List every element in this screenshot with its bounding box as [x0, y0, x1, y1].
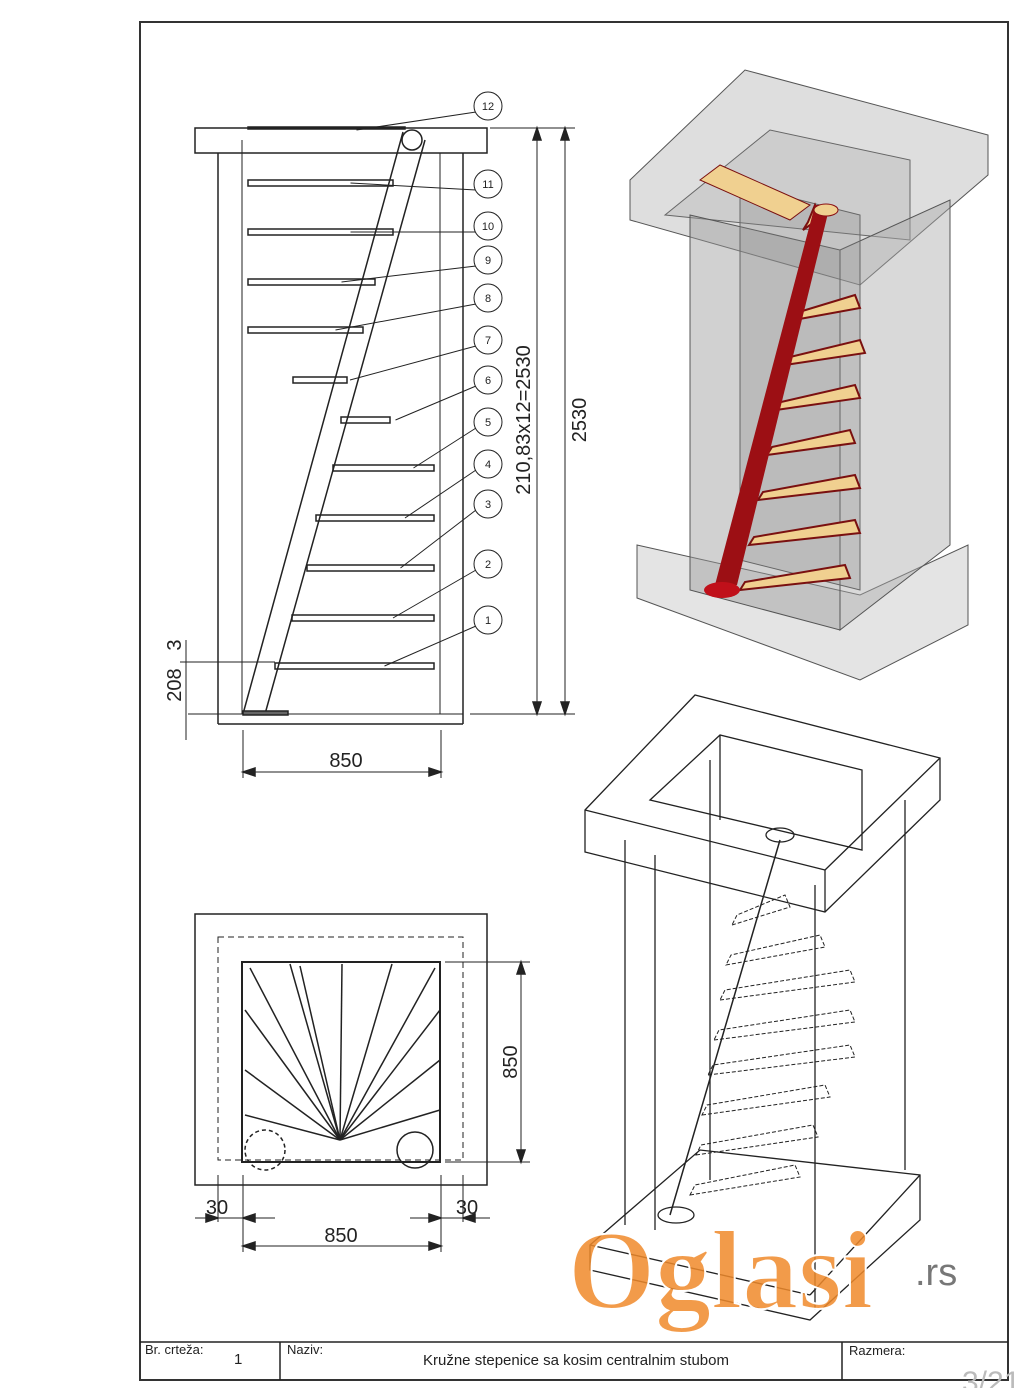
iso-tread: [765, 428, 857, 457]
wire-tread: [695, 1124, 819, 1156]
balloon: [473, 283, 503, 313]
wire-tread: [701, 1084, 831, 1116]
tread-step: [315, 514, 435, 522]
svg-text:.rs: .rs: [915, 1252, 957, 1294]
plan-tread-line: [339, 963, 343, 1141]
plan-tread-line: [339, 967, 436, 1141]
wire-tread: [731, 894, 791, 926]
tread-step: [247, 179, 394, 187]
tread-step: [247, 126, 406, 130]
tread-step: [306, 564, 435, 572]
balloon-number: 11: [482, 179, 493, 191]
drawing-name: Kružne stepenice sa kosim centralnim stu…: [423, 1352, 729, 1369]
dim-first-step: 208: [164, 668, 186, 701]
balloon: [473, 489, 503, 519]
name-label: Naziv:: [287, 1342, 323, 1357]
wire-tread: [719, 969, 856, 1001]
wire-tread: [707, 1044, 856, 1076]
leader-line: [400, 509, 477, 569]
plan-tread-line: [244, 1114, 341, 1141]
balloon: [473, 211, 503, 241]
balloon: [473, 449, 503, 479]
plan-tread-line: [339, 963, 393, 1141]
plan-tread-line: [244, 1009, 341, 1141]
dim-offset: 3: [164, 639, 186, 650]
balloon: [473, 365, 503, 395]
title-block: [140, 1341, 1008, 1380]
plan-tread-line: [339, 1009, 441, 1141]
balloon: [473, 325, 503, 355]
plan-dim-left-offset: 30: [206, 1197, 228, 1219]
drawing-frame: [139, 21, 1009, 1381]
balloon: [473, 407, 503, 437]
scale-label: Razmera:: [849, 1343, 905, 1358]
balloon-number: 7: [485, 335, 491, 347]
plan-tread-line: [339, 1109, 441, 1141]
balloon-number: 8: [485, 293, 491, 305]
drawing-no-label: Br. crteža:: [145, 1342, 204, 1357]
dim-height: 2530: [569, 398, 591, 443]
iso-tread: [747, 518, 862, 547]
balloon: [473, 245, 503, 275]
balloon: [473, 605, 503, 635]
leader-line: [404, 469, 477, 519]
balloon-number: 3: [485, 499, 491, 511]
plan-tread-line: [299, 965, 341, 1141]
tread-step: [274, 662, 435, 670]
balloon-number: 1: [485, 615, 491, 627]
iso-tread: [738, 563, 852, 592]
balloon: [473, 91, 503, 121]
wire-tread: [713, 1009, 856, 1041]
leader-line: [335, 303, 477, 331]
leader-line: [349, 345, 477, 381]
balloon: [473, 169, 503, 199]
iso-tread: [699, 164, 811, 221]
balloon-number: 6: [485, 375, 491, 387]
tread-step: [247, 326, 364, 334]
tread-step: [291, 614, 435, 622]
watermark: Oglasi .rs: [567, 1208, 957, 1334]
balloon: [473, 549, 503, 579]
iso-tread: [756, 473, 862, 502]
plan-tread-line: [244, 1069, 341, 1141]
wire-tread: [689, 1164, 801, 1196]
balloon-number: 12: [482, 101, 494, 113]
plan-dim-depth: 850: [500, 1045, 522, 1078]
balloon-number: 10: [482, 221, 494, 233]
dim-total-steps: 210,83x12=2530: [513, 345, 535, 495]
tread-step: [340, 416, 391, 424]
leader-line: [341, 265, 477, 283]
leader-line: [392, 569, 477, 619]
plan-tread-line: [339, 1059, 441, 1141]
leader-line: [384, 625, 477, 667]
svg-text:Oglasi: Oglasi: [568, 1209, 873, 1333]
leader-line: [413, 427, 477, 469]
leader-line: [395, 385, 477, 421]
dim-width: 850: [329, 750, 362, 772]
leader-line: [350, 182, 477, 191]
isometric-wireframe-view: [584, 694, 941, 1321]
page-counter: 3/21: [962, 1366, 1020, 1388]
balloon-number: 2: [485, 559, 491, 571]
plan-tread-line: [289, 963, 341, 1141]
balloon-number: 9: [485, 255, 491, 267]
leader-line: [356, 111, 477, 131]
tread-step: [247, 278, 376, 286]
plan-tread-line: [249, 967, 341, 1141]
plan-dim-right-offset: 30: [456, 1197, 478, 1219]
column-edge: [264, 139, 426, 715]
top-slab: [194, 127, 488, 154]
tread-step: [292, 376, 348, 384]
wire-tread: [725, 934, 826, 966]
tread-step: [332, 464, 435, 472]
isometric-shaded-view: [629, 69, 989, 681]
drawing-no: 1: [234, 1351, 242, 1368]
balloon-number: 5: [485, 417, 491, 429]
plan-dim-width: 850: [324, 1225, 357, 1247]
central-column: [715, 205, 830, 585]
plan-view: [194, 913, 530, 1252]
balloon-number: 4: [485, 459, 491, 471]
